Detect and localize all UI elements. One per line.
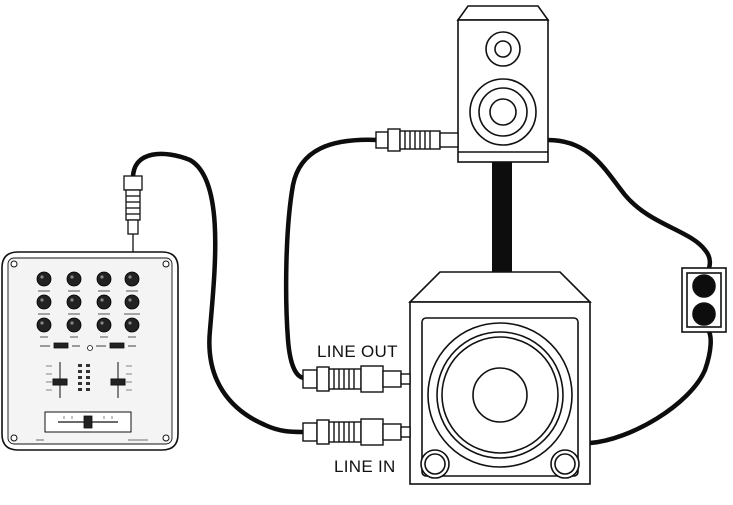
cable-satellite-to-line-out [283, 137, 381, 381]
line-in-label: LINE IN [334, 457, 396, 476]
power-outlet [681, 267, 727, 333]
cable-satellite-power [545, 137, 713, 275]
line-out-xlr-plug [302, 365, 411, 393]
speaker-pole [492, 162, 512, 284]
cables [130, 137, 713, 446]
line-out-label: LINE OUT [317, 342, 398, 361]
subwoofer [408, 271, 592, 485]
cable-mixer-to-line-in [130, 151, 306, 435]
satellite-speaker [456, 5, 550, 163]
satellite-xlr-plug [375, 128, 459, 152]
line-in-xlr-plug [302, 418, 411, 446]
rca-plug [123, 175, 143, 252]
dj-mixer [1, 251, 179, 451]
cable-subwoofer-power [587, 327, 713, 446]
